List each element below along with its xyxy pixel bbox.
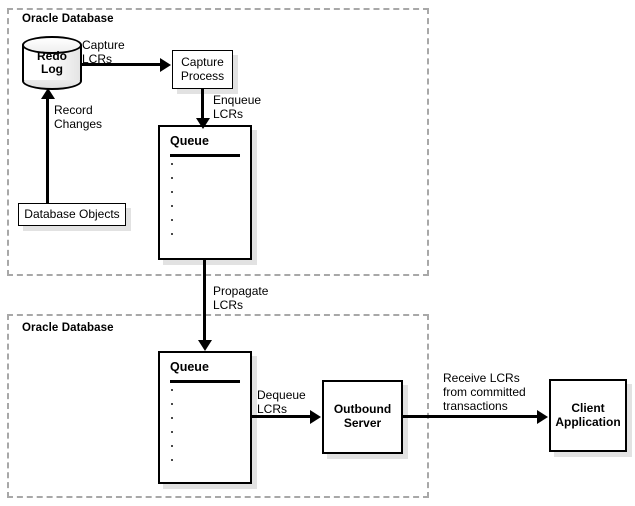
queue-item-dot (171, 445, 173, 447)
client-application-label: Client Application (555, 400, 621, 429)
cylinder-top (22, 36, 82, 54)
queue-item-dot (171, 219, 173, 221)
queue-item-dot (171, 177, 173, 179)
queue-bottom-items (171, 389, 173, 473)
edge-receive-lcrs-arrowhead (537, 409, 548, 424)
edge-enqueue-lcrs-line (201, 88, 204, 121)
edge-receive-lcrs-line (401, 415, 538, 418)
queue-bottom-rule (170, 380, 240, 383)
edge-enqueue-lcrs-arrowhead (195, 118, 210, 129)
queue-item-dot (171, 163, 173, 165)
outbound-server-box: Outbound Server (322, 380, 403, 454)
region-target-database (7, 314, 429, 498)
edge-label-propagate-lcrs: Propagate LCRs (213, 284, 269, 313)
queue-item-dot (171, 403, 173, 405)
region-source-database-title: Oracle Database (22, 13, 114, 25)
queue-item-dot (171, 205, 173, 207)
edge-label-dequeue-lcrs: Dequeue LCRs (257, 388, 306, 417)
queue-bottom-title: Queue (170, 360, 209, 374)
redo-log-label: Redo Log (37, 48, 67, 76)
edge-label-enqueue-lcrs: Enqueue LCRs (213, 93, 262, 122)
client-application-box: Client Application (549, 379, 627, 452)
redo-log-cylinder: Redo Log (22, 36, 82, 90)
queue-item-dot (171, 431, 173, 433)
edge-record-changes-arrowhead (40, 88, 55, 99)
region-source-database (7, 8, 429, 276)
capture-process-label: Capture Process (180, 55, 225, 83)
capture-process-box: Capture Process (172, 50, 233, 89)
edge-dequeue-lcrs-arrowhead (310, 409, 321, 424)
queue-top-title: Queue (170, 134, 209, 148)
queue-item-dot (171, 417, 173, 419)
database-objects-box: Database Objects (18, 203, 126, 226)
queue-top-rule (170, 154, 240, 157)
edge-label-capture-lcrs: Capture LCRs (82, 38, 125, 67)
queue-item-dot (171, 389, 173, 391)
queue-bottom-box: Queue (158, 351, 252, 484)
edge-label-record-changes: Record Changes (54, 103, 103, 132)
queue-item-dot (171, 191, 173, 193)
queue-item-dot (171, 233, 173, 235)
outbound-server-label: Outbound Server (333, 402, 392, 430)
queue-top-box: Queue (158, 125, 252, 260)
edge-dequeue-lcrs-line (250, 415, 311, 418)
edge-capture-lcrs-line (80, 63, 161, 66)
edge-label-receive-lcrs: Receive LCRs from committed transactions (443, 371, 526, 414)
edge-capture-lcrs-arrowhead (160, 57, 171, 72)
region-target-database-title: Oracle Database (22, 322, 114, 334)
edge-propagate-lcrs-arrowhead (197, 340, 212, 351)
database-objects-label: Database Objects (24, 206, 120, 221)
edge-propagate-lcrs-line (203, 259, 206, 345)
edge-record-changes-vline (46, 98, 49, 203)
queue-item-dot (171, 459, 173, 461)
queue-top-items (171, 163, 173, 247)
